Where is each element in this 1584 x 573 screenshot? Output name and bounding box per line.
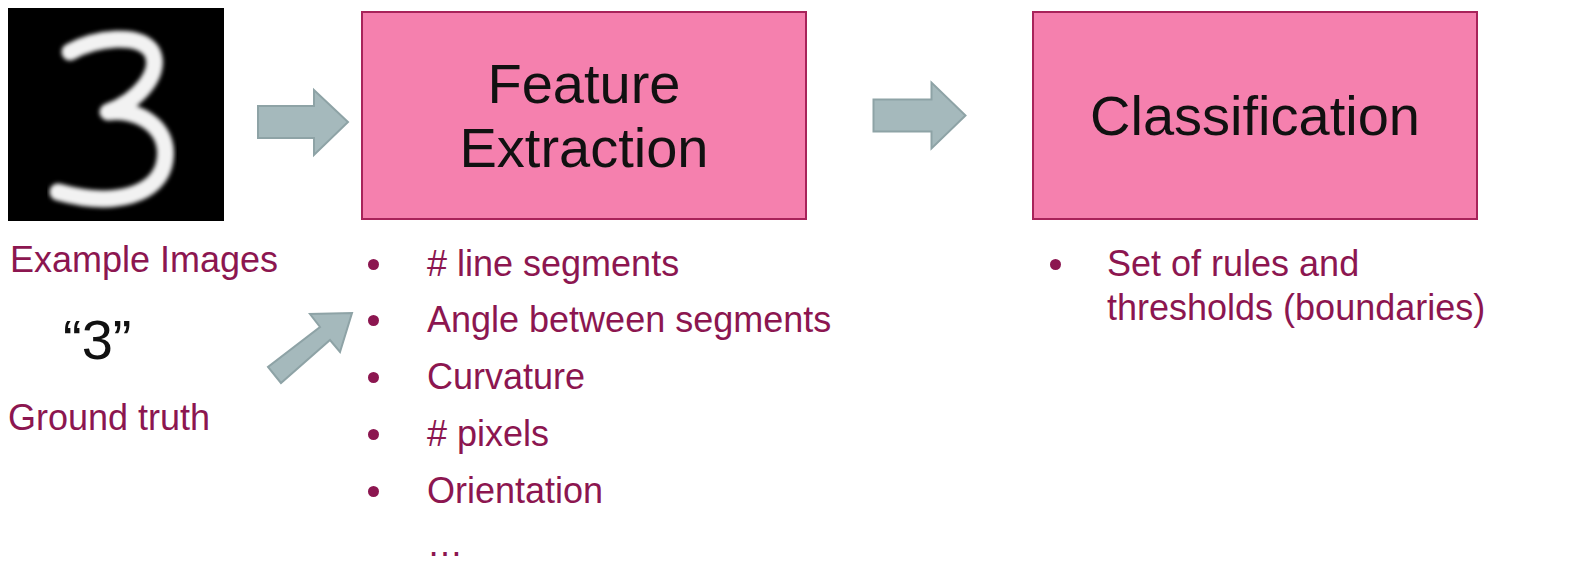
digit-three [58, 39, 165, 199]
ellipsis: … [427, 522, 463, 566]
box-title: Classification [1090, 84, 1420, 148]
feature-item: Orientation [427, 469, 603, 513]
process-box: Feature Extraction [361, 11, 807, 220]
caption-label: Ground truth [8, 396, 210, 440]
box-title: Feature Extraction [384, 52, 784, 180]
block-arrow [807, 83, 1032, 149]
feature-item: Curvature [427, 355, 585, 399]
bullet [368, 315, 379, 326]
caption-label: Example Images [10, 238, 278, 282]
feature-item: Angle between segments [427, 298, 831, 342]
ground-truth-value: “3” [63, 308, 131, 372]
bullet [368, 259, 379, 270]
feature-item: # pixels [427, 412, 549, 456]
block-arrow [268, 313, 352, 383]
bullet [1050, 259, 1061, 270]
classification-item: Set of rules and thresholds (boundaries) [1107, 242, 1527, 330]
block-arrow [258, 90, 348, 155]
process-box: Classification [1032, 11, 1478, 220]
bullet [368, 429, 379, 440]
bullet [368, 372, 379, 383]
digit-image [8, 8, 224, 221]
feature-item: # line segments [427, 242, 679, 286]
bullet [368, 486, 379, 497]
